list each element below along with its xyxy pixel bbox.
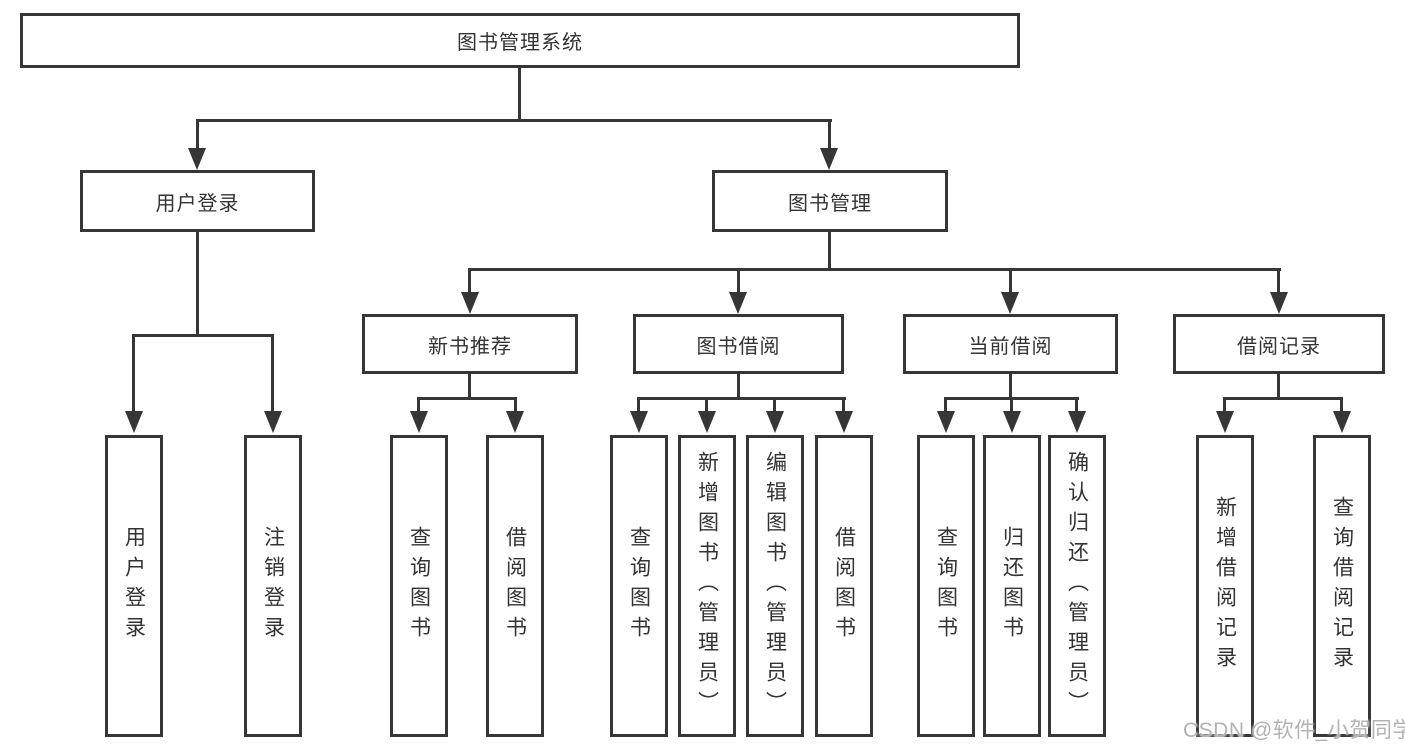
connector-records-rail: [1223, 397, 1343, 400]
leaf-edit-books-admin: 编辑图书（管理员）: [746, 435, 804, 737]
connector-userlogin-rail: [133, 334, 274, 337]
leaf-query-books-1: 查询图书: [390, 435, 448, 737]
node-library-management-system: 图书管理系统: [20, 13, 1020, 68]
arrow-down-icon: [698, 411, 716, 433]
node-label: 新增图书（管理员）: [695, 451, 719, 721]
arrow-down-icon: [188, 148, 206, 170]
leaf-confirm-return-admin: 确认归还（管理员）: [1048, 435, 1106, 737]
leaf-return-books: 归还图书: [983, 435, 1041, 737]
leaf-query-books-2: 查询图书: [610, 435, 668, 737]
node-label: 查询图书: [407, 526, 431, 646]
connector-drop: [944, 397, 947, 413]
arrow-down-icon: [766, 411, 784, 433]
node-label: 图书管理系统: [457, 32, 583, 54]
node-label: 查询图书: [934, 526, 958, 646]
node-label: 用户登录: [155, 192, 240, 215]
connector-drop-book-management: [828, 119, 831, 150]
arrow-down-icon: [264, 411, 282, 433]
connector-drop: [637, 397, 640, 413]
connector-bookmgmt-rail: [469, 268, 1281, 271]
node-label: 注销登录: [261, 526, 285, 646]
connector-drop: [1075, 397, 1078, 413]
connector-drop-borrow-records: [1277, 268, 1280, 295]
arrow-down-icon: [506, 411, 524, 433]
leaf-add-books-admin: 新增图书（管理员）: [678, 435, 736, 737]
arrow-down-icon: [820, 148, 838, 170]
node-label: 当前借阅: [968, 335, 1053, 358]
arrow-down-icon: [1333, 411, 1351, 433]
node-user-login: 用户登录: [80, 170, 315, 232]
leaf-borrow-books-1: 借阅图书: [486, 435, 544, 737]
connector-drop: [417, 397, 420, 413]
node-label: 用户登录: [122, 526, 146, 646]
connector-userlogin-stem: [196, 232, 199, 337]
node-label: 归还图书: [1000, 526, 1024, 646]
node-label: 借阅记录: [1237, 335, 1321, 358]
arrow-down-icon: [835, 411, 853, 433]
arrow-down-icon: [410, 411, 428, 433]
connector-drop-leaf-user-login: [132, 334, 135, 413]
arrow-down-icon: [1003, 411, 1021, 433]
connector-bookborrow-stem: [737, 374, 740, 400]
arrow-down-icon: [1001, 292, 1019, 314]
arrow-down-icon: [461, 292, 479, 314]
node-label: 借阅图书: [503, 526, 527, 646]
leaf-logout: 注销登录: [244, 435, 302, 737]
leaf-query-borrow-record: 查询借阅记录: [1313, 435, 1371, 737]
connector-currentborrow-stem: [1009, 374, 1012, 400]
connector-drop-user-login: [196, 119, 199, 150]
connector-drop: [514, 397, 517, 413]
arrow-down-icon: [125, 411, 143, 433]
node-label: 新增借阅记录: [1213, 496, 1237, 676]
arrow-down-icon: [1068, 411, 1086, 433]
connector-newbook-stem: [468, 374, 471, 400]
leaf-add-borrow-record: 新增借阅记录: [1196, 435, 1254, 737]
node-label: 图书管理: [788, 192, 872, 215]
leaf-query-books-3: 查询图书: [917, 435, 975, 737]
arrow-down-icon: [937, 411, 955, 433]
connector-drop: [1223, 397, 1226, 413]
connector-bookborrow-rail: [637, 397, 846, 400]
arrow-down-icon: [729, 292, 747, 314]
connector-drop: [1010, 397, 1013, 413]
node-label: 新书推荐: [428, 335, 512, 358]
node-label: 图书借阅: [696, 335, 781, 358]
connector-drop-leaf-logout: [271, 334, 274, 413]
connector-drop-new-book: [468, 268, 471, 295]
arrow-down-icon: [1216, 411, 1234, 433]
connector-newbook-rail: [417, 397, 517, 400]
connector-bookmgmt-stem: [828, 232, 831, 271]
connector-drop: [842, 397, 845, 413]
node-book-management: 图书管理: [712, 170, 948, 232]
node-label: 查询借阅记录: [1330, 496, 1354, 676]
leaf-borrow-books-2: 借阅图书: [815, 435, 873, 737]
arrow-down-icon: [630, 411, 648, 433]
node-label: 确认归还（管理员）: [1065, 451, 1089, 721]
connector-drop-current-borrow: [1009, 268, 1012, 295]
connector-drop-book-borrow: [737, 268, 740, 295]
node-label: 编辑图书（管理员）: [763, 451, 787, 721]
node-label: 借阅图书: [832, 526, 856, 646]
connector-drop: [773, 397, 776, 413]
connector-drop: [705, 397, 708, 413]
node-new-book-recommendation: 新书推荐: [362, 314, 578, 374]
node-book-borrowing: 图书借阅: [633, 314, 844, 374]
leaf-user-login: 用户登录: [105, 435, 163, 737]
node-label: 查询图书: [627, 526, 651, 646]
arrow-down-icon: [1270, 292, 1288, 314]
csdn-watermark: CSDN @软件_小贺同学: [1183, 719, 1405, 742]
connector-records-stem: [1277, 374, 1280, 400]
connector-drop: [1340, 397, 1343, 413]
connector-root-stem: [518, 68, 521, 121]
node-current-borrowing: 当前借阅: [903, 314, 1118, 374]
connector-root-rail: [196, 119, 832, 122]
node-borrowing-records: 借阅记录: [1173, 314, 1385, 374]
